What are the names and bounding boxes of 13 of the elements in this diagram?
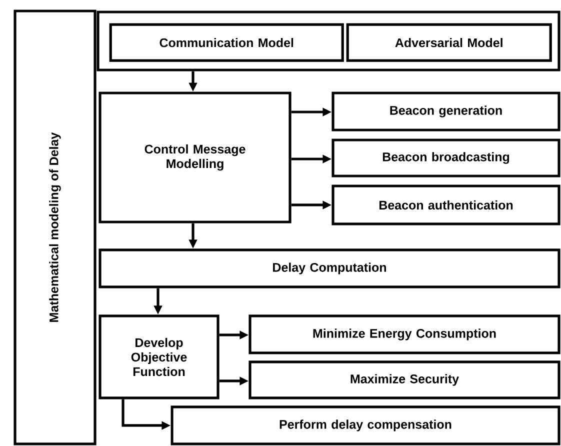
process-box: Minimize Energy Consumption bbox=[248, 314, 560, 354]
container-box bbox=[96, 10, 560, 72]
process-box: Develop Objective Function bbox=[98, 314, 220, 400]
process-box: Beacon authentication bbox=[332, 184, 560, 226]
process-box: Beacon generation bbox=[332, 92, 560, 132]
process-box: Delay Computation bbox=[98, 248, 560, 288]
process-box: Adversarial Model bbox=[346, 23, 552, 62]
process-box: Maximize Security bbox=[248, 360, 560, 400]
process-box: Control Message Modelling bbox=[98, 92, 292, 224]
process-box: Communication Model bbox=[109, 23, 344, 62]
sidebar-box: Mathematical modeling of Delay bbox=[14, 10, 96, 446]
process-box: Perform delay compensation bbox=[170, 406, 560, 446]
process-box: Beacon broadcasting bbox=[332, 138, 560, 178]
